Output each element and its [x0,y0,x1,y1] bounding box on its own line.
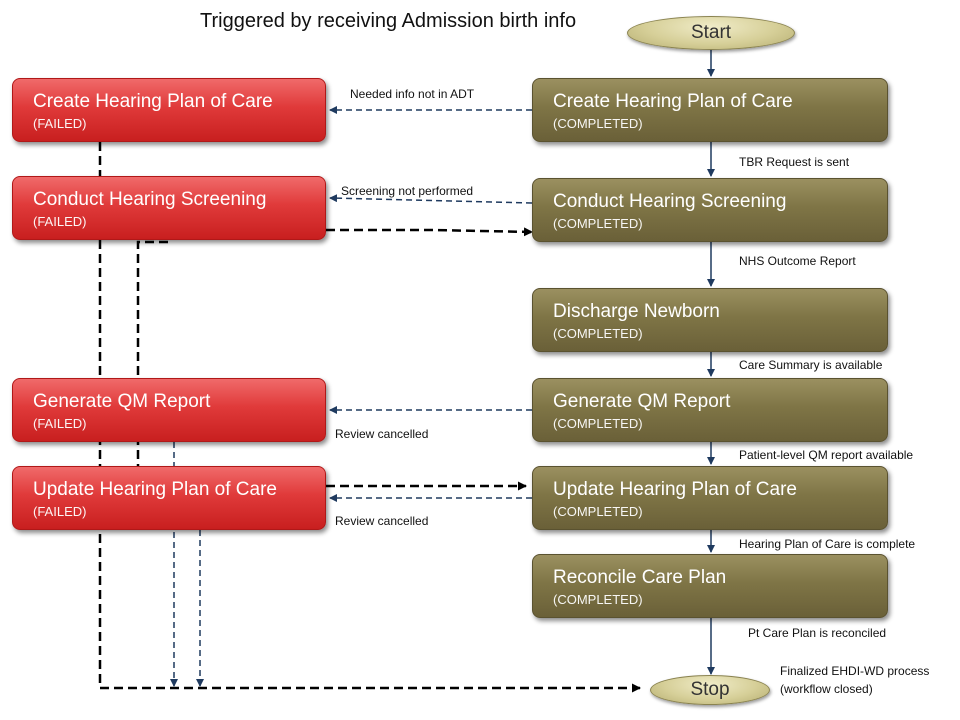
stop-node: Stop [650,675,770,705]
box-title: Create Hearing Plan of Care [553,91,793,112]
stop-label: Stop [690,679,730,700]
completed-reconcile-plan: Reconcile Care Plan (COMPLETED) [532,554,888,618]
box-title: Conduct Hearing Screening [553,191,787,212]
failure-label: Needed info not in ADT [350,87,475,101]
box-status: (FAILED) [33,504,87,519]
box-status: (COMPLETED) [553,326,643,341]
failed-generate-qm: Generate QM Report (FAILED) [12,378,326,442]
box-title: Update Hearing Plan of Care [553,479,797,500]
fail-arrow-screening [329,194,533,204]
flow-label: TBR Request is sent [739,155,850,169]
create-failed-to-stop [98,142,641,693]
box-status: (FAILED) [33,116,87,131]
box-title: Conduct Hearing Screening [33,189,267,210]
start-label: Start [690,22,732,43]
box-status: (COMPLETED) [553,592,643,607]
screening-failed-to-completed [326,227,533,237]
box-title: Generate QM Report [33,391,211,412]
flow-label: Patient-level QM report available [739,448,914,462]
start-node: Start [627,16,795,50]
end-note-line1: Finalized EHDI-WD process [780,664,930,678]
flow-label: Hearing Plan of Care is complete [739,537,916,551]
failure-label: Review cancelled [335,514,429,528]
flow-label: NHS Outcome Report [739,254,856,268]
failed-update-plan: Update Hearing Plan of Care (FAILED) [12,466,326,530]
box-status: (FAILED) [33,214,87,229]
box-status: (COMPLETED) [553,216,643,231]
completed-update-plan: Update Hearing Plan of Care (COMPLETED) [532,466,888,530]
screening-failed-to-update [136,240,527,491]
box-title: Update Hearing Plan of Care [33,479,277,500]
failed-create-plan: Create Hearing Plan of Care (FAILED) [12,78,326,142]
box-title: Create Hearing Plan of Care [33,91,273,112]
diagram-title: Triggered by receiving Admission birth i… [200,10,577,32]
completed-create-plan: Create Hearing Plan of Care (COMPLETED) [532,78,888,142]
box-status: (FAILED) [33,416,87,431]
failed-conduct-screening: Conduct Hearing Screening (FAILED) [12,176,326,240]
completed-conduct-screening: Conduct Hearing Screening (COMPLETED) [532,178,888,242]
completed-generate-qm: Generate QM Report (COMPLETED) [532,378,888,442]
end-note-line2: (workflow closed) [780,682,873,696]
box-status: (COMPLETED) [553,504,643,519]
box-status: (COMPLETED) [553,116,643,131]
completed-discharge-newborn: Discharge Newborn (COMPLETED) [532,288,888,352]
box-title: Generate QM Report [553,391,731,412]
box-title: Reconcile Care Plan [553,567,727,588]
failure-label: Screening not performed [341,184,474,198]
flow-label: Care Summary is available [739,358,883,372]
box-title: Discharge Newborn [553,301,720,322]
box-status: (COMPLETED) [553,416,643,431]
flow-label: Pt Care Plan is reconciled [748,626,887,640]
failure-label: Review cancelled [335,427,429,441]
